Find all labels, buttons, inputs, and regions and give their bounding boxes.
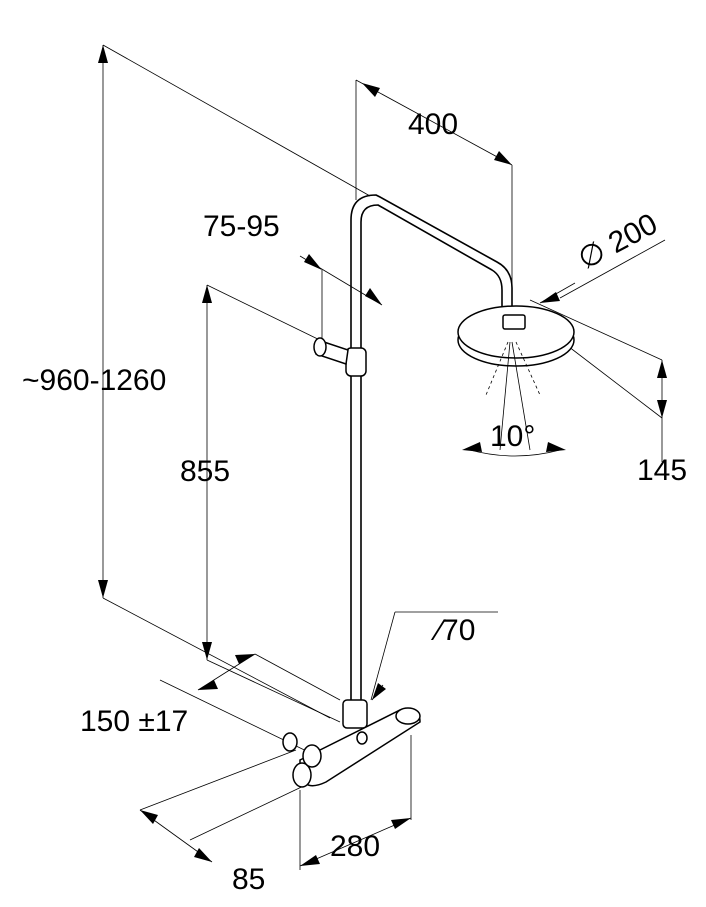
label-spray-angle: 10° <box>490 420 535 453</box>
arrow-280-left <box>300 855 320 866</box>
arrow-150-right <box>235 654 255 664</box>
arrow-total-bottom <box>98 580 108 598</box>
arrow-angle-left <box>462 442 482 452</box>
arrow-150-left <box>198 680 218 690</box>
arrow-145-top <box>657 360 667 378</box>
arrowheads <box>98 45 667 866</box>
arrow-75-95-right <box>365 288 382 305</box>
arrow-855-top <box>202 285 212 303</box>
arrow-400-right <box>494 151 512 165</box>
arrow-85-right <box>194 848 212 862</box>
label-total-height: ~960-1260 <box>22 364 166 397</box>
arrow-145-bottom <box>657 400 667 418</box>
label-riser-diameter: ∕70 <box>430 614 475 647</box>
riser-pipe <box>350 194 513 713</box>
label-wall-distance: 85 <box>232 863 265 896</box>
label-head-drop: 145 <box>637 454 687 487</box>
arrow-angle-right <box>546 442 566 452</box>
arrow-85-left <box>140 810 158 824</box>
arrow-diameter-200 <box>540 292 560 303</box>
overhead-shower-head <box>457 305 575 457</box>
thermostat-mixer <box>282 699 421 788</box>
label-body-width: 280 <box>330 830 380 863</box>
arrow-75-95-left <box>304 254 322 270</box>
label-holder-offset: 75-95 <box>203 210 280 243</box>
label-arm-length: 400 <box>408 108 458 141</box>
arrow-diameter-70 <box>372 683 386 700</box>
arrow-400-left <box>362 83 380 97</box>
label-inlet-spacing: 150 ±17 <box>80 705 188 738</box>
arrow-855-bottom <box>202 642 212 660</box>
arrow-280-right <box>391 818 411 829</box>
hand-shower-holder <box>313 337 367 377</box>
label-holder-height: 855 <box>180 455 230 488</box>
arrow-total-top <box>98 45 108 63</box>
